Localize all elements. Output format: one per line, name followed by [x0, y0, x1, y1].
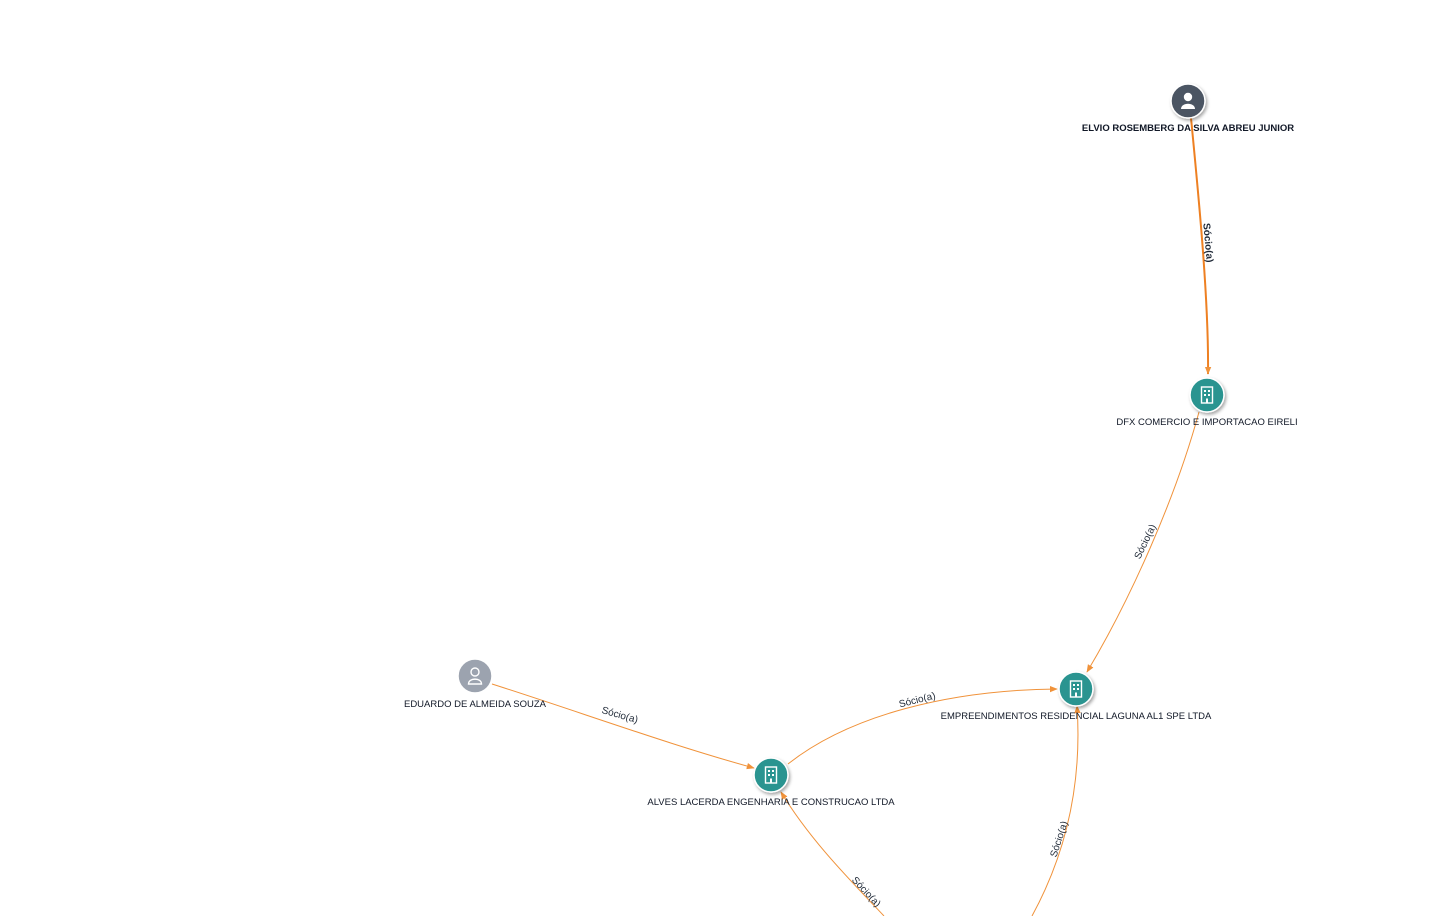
building-icon [1069, 680, 1083, 698]
node-label-dfx: DFX COMERCIO E IMPORTACAO EIRELI [1116, 417, 1297, 428]
node-alves[interactable] [753, 757, 789, 793]
edge-label-alves-laguna: Sócio(a) [898, 691, 937, 711]
edge-eduardo-alves[interactable]: Sócio(a) [491, 683, 755, 770]
person-icon [1181, 92, 1195, 109]
node-label-alves: ALVES LACERDA ENGENHARIA E CONSTRUCAO LT… [647, 797, 895, 808]
node-circle [1058, 671, 1094, 707]
edge-label-offscreen-laguna: Sócio(a) [1049, 820, 1071, 859]
edge-dfx-laguna[interactable]: Sócio(a) [1086, 411, 1200, 673]
node-label-laguna: EMPREENDIMENTOS RESIDENCIAL LAGUNA AL1 S… [941, 711, 1212, 722]
building-icon [1200, 386, 1214, 404]
node-label-eduardo: EDUARDO DE ALMEIDA SOUZA [404, 699, 547, 710]
node-label-elvio: ELVIO ROSEMBERG DA SILVA ABREU JUNIOR [1082, 123, 1294, 134]
edge-elvio-dfx[interactable]: Sócio(a) [1190, 117, 1215, 375]
building-icon [764, 766, 778, 784]
edge-label-elvio-dfx: Sócio(a) [1200, 223, 1214, 263]
edge-label-dfx-laguna: Sócio(a) [1133, 523, 1159, 561]
edge-label-offscreen-alves: Sócio(a) [849, 875, 882, 910]
node-elvio[interactable] [1170, 83, 1206, 119]
person-outline-icon [467, 667, 483, 685]
node-eduardo[interactable] [457, 658, 493, 694]
node-laguna[interactable] [1058, 671, 1094, 707]
node-dfx[interactable] [1189, 377, 1225, 413]
edge-offscreen-alves[interactable]: Sócio(a) [780, 791, 885, 916]
node-circle [1189, 377, 1225, 413]
edge-label-eduardo-alves: Sócio(a) [600, 705, 639, 726]
node-circle [753, 757, 789, 793]
edge-offscreen-laguna[interactable]: Sócio(a) [1031, 705, 1081, 916]
edge-alves-laguna[interactable]: Sócio(a) [787, 685, 1058, 765]
